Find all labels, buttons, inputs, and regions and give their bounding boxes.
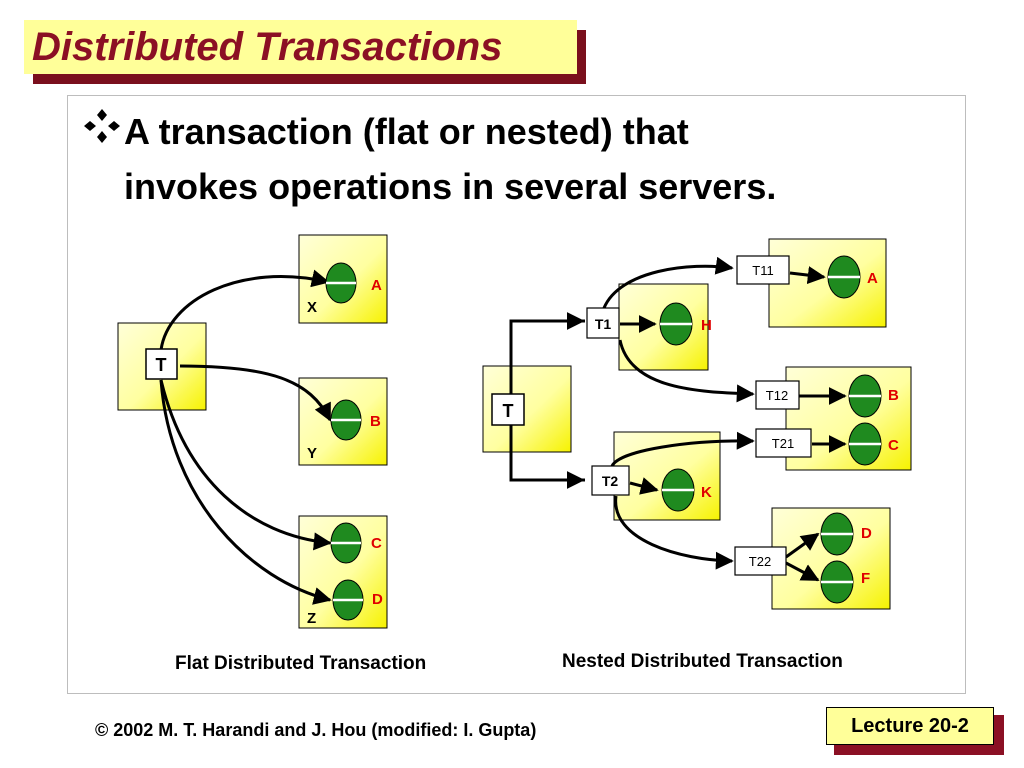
subtx-t11	[736, 255, 790, 285]
nested-arrow-t12	[618, 339, 755, 403]
flat-arrow-b	[179, 364, 332, 422]
subtx-label-t1: T1	[595, 316, 612, 332]
nested-client-label: T	[503, 401, 514, 421]
bullet-line-1: A transaction (flat or nested) that	[124, 111, 689, 152]
t2-to-k-arrow	[629, 477, 659, 495]
object-label-d: D	[372, 591, 383, 608]
flat-client-t	[145, 348, 178, 380]
lecture-box: Lecture 20-2	[826, 707, 994, 745]
object-label-k: K	[701, 484, 712, 501]
object-label-h: H	[701, 317, 712, 334]
subtx-t2	[591, 465, 630, 496]
flat-arrow-d	[159, 379, 332, 605]
object-a	[325, 262, 357, 304]
object-label-a-nested: A	[867, 270, 878, 287]
subtx-label-t11: T11	[752, 263, 773, 278]
t22-to-d-arrow	[785, 532, 820, 559]
object-a-nested	[827, 255, 861, 299]
object-b-nested	[848, 374, 882, 418]
diamond-flower-icon	[84, 109, 120, 143]
subtx-label-t2: T2	[602, 473, 619, 489]
object-label-a: A	[371, 277, 382, 294]
flat-caption: Flat Distributed Transaction	[175, 653, 427, 674]
slide-title: Distributed Transactions	[32, 24, 503, 69]
nested-client-t	[491, 393, 525, 426]
subtx-label-t21: T21	[772, 436, 794, 451]
object-h	[659, 302, 693, 346]
object-d	[332, 579, 364, 621]
object-label-f-nested: F	[861, 570, 870, 587]
flat-transaction: T A B C D X Y Z	[117, 234, 388, 629]
subtx-t22	[734, 546, 787, 576]
object-label-c: C	[371, 535, 382, 552]
subtx-label-t22: T22	[749, 554, 771, 569]
object-f-nested	[820, 560, 854, 604]
nested-transaction: T T1 T2 T11 T12 T21 T22	[482, 238, 912, 610]
lecture-number: Lecture 20-2	[851, 714, 969, 737]
subtx-t1	[586, 307, 620, 339]
object-k	[661, 468, 695, 512]
nested-arrow-t21	[610, 431, 755, 467]
t22-to-f-arrow	[785, 561, 820, 582]
subtx-label-t12: T12	[766, 388, 788, 403]
object-label-d-nested: D	[861, 525, 872, 542]
object-b	[330, 399, 362, 441]
flat-client-label: T	[156, 355, 167, 375]
object-d-nested	[820, 512, 854, 556]
bullet-point: A transaction (flat or nested) that invo…	[80, 103, 964, 214]
copyright-footer: © 2002 M. T. Harandi and J. Hou (modifie…	[95, 720, 537, 740]
nested-caption: Nested Distributed Transaction	[562, 651, 843, 672]
server-label-z: Z	[307, 610, 316, 627]
nested-arrow-t11	[602, 256, 734, 309]
object-label-b-nested: B	[888, 387, 899, 404]
server-label-y: Y	[307, 445, 317, 462]
flat-arrow-c	[159, 379, 332, 551]
object-c	[330, 522, 362, 564]
flat-arrow-a	[159, 269, 330, 351]
nested-arrow-t22	[614, 495, 734, 570]
subtx-t21	[755, 428, 812, 458]
subtx-t12	[755, 380, 800, 410]
object-label-b: B	[370, 413, 381, 430]
t11-to-a-arrow	[789, 266, 826, 285]
bullet-line-2: invokes operations in several servers.	[124, 166, 777, 207]
server-label-x: X	[307, 299, 317, 316]
object-label-c-nested: C	[888, 437, 899, 454]
title-box: Distributed Transactions	[24, 20, 577, 74]
object-c-nested	[848, 422, 882, 466]
